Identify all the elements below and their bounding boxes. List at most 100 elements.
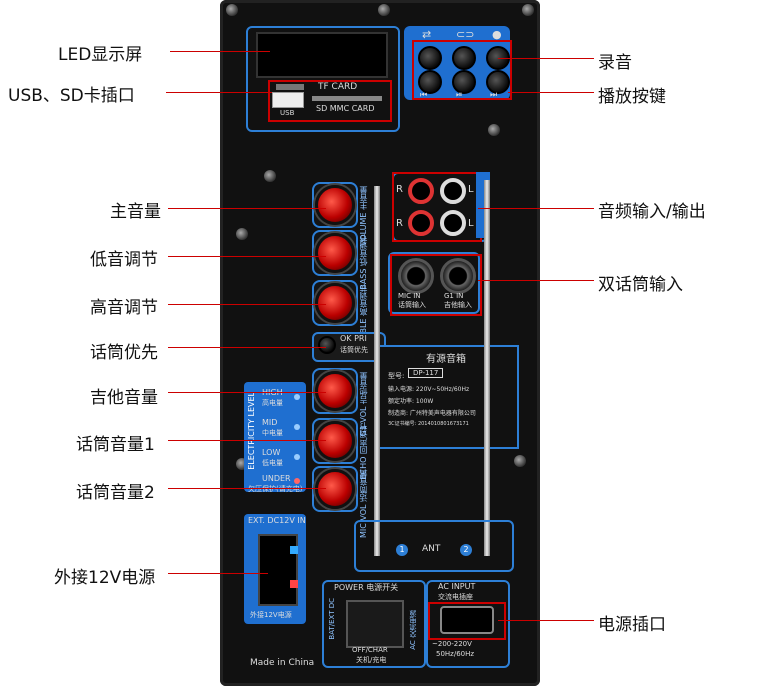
mid-cn-label: 中电量: [262, 429, 283, 437]
ant-2-badge: 2: [460, 544, 472, 556]
guitar-volume-knob[interactable]: [315, 371, 355, 411]
ok-pri-cn-label: 话筒优先: [340, 346, 368, 354]
callout-line: [168, 256, 326, 257]
callout-line: [498, 620, 594, 621]
bass-knob[interactable]: [315, 233, 355, 273]
rca-r-out-jack[interactable]: [408, 210, 434, 236]
callout-bass: 低音调节: [90, 250, 158, 270]
rca-l-out-jack[interactable]: [440, 210, 466, 236]
mic-in-jack[interactable]: [398, 258, 434, 294]
ac-range-label: ~200-220V: [432, 640, 472, 648]
playback-highlight: [412, 40, 512, 100]
callout-line: [170, 51, 270, 52]
high-cn-label: 高电量: [262, 399, 283, 407]
prev-button[interactable]: [418, 70, 442, 94]
callout-record: 录音: [598, 53, 632, 73]
mode-button[interactable]: [418, 46, 442, 70]
rca-l-in-jack[interactable]: [440, 178, 466, 204]
under-led-icon: [294, 478, 300, 484]
screw-icon: [514, 455, 526, 467]
callout-line: [168, 488, 326, 489]
g1-in-cn-label: 吉他输入: [444, 301, 472, 309]
usb-label: USB: [280, 109, 295, 117]
next-button[interactable]: [486, 70, 510, 94]
electricity-level-label: ELECTRICITY LEVEL: [247, 392, 256, 470]
ac-power-socket[interactable]: [440, 606, 494, 634]
sd-card-slot[interactable]: [312, 96, 382, 101]
ac-input-label: AC INPUT: [438, 582, 476, 591]
mid-led-icon: [294, 424, 300, 430]
low-led-icon: [294, 454, 300, 460]
mid-label: MID: [262, 418, 278, 427]
callout-ext12v: 外接12V电源: [54, 568, 156, 588]
callout-main-volume: 主音量: [110, 202, 161, 222]
off-char-cn-label: 关机/充电: [356, 656, 387, 664]
mic-in-label: MIC IN: [398, 292, 421, 300]
plate-maker: 制造商: 广州特美声电器有限公司: [388, 410, 476, 417]
under-label: UNDER: [262, 474, 291, 483]
callout-dual-mic: 双话筒输入: [598, 275, 683, 295]
repeat-button[interactable]: [452, 46, 476, 70]
usb-port[interactable]: [272, 92, 304, 108]
screw-icon: [226, 4, 238, 16]
callout-line: [478, 208, 594, 209]
play-pause-button[interactable]: [452, 70, 476, 94]
record-dot-icon: ●: [492, 28, 502, 41]
usb-sd-highlight: [268, 80, 392, 122]
callout-treble: 高音调节: [90, 298, 158, 318]
bass-label: BASS 低音调节: [359, 234, 368, 290]
g1-in-jack[interactable]: [440, 258, 476, 294]
antenna-2[interactable]: [484, 180, 490, 556]
plate-cert: 3C证书编号: 2014010801673171: [388, 421, 469, 427]
callout-line: [168, 304, 326, 305]
ext-dc-socket[interactable]: [258, 534, 298, 606]
low-label: LOW: [262, 448, 281, 457]
screw-icon: [264, 170, 276, 182]
callout-mic1: 话筒音量1: [76, 435, 155, 455]
plate-model-label: 型号:: [388, 372, 405, 380]
mic2-volume-knob[interactable]: [315, 469, 355, 509]
l-in-label: L: [468, 184, 474, 195]
mic-in-cn-label: 话筒输入: [398, 301, 426, 309]
ac-input-cn-label: 交流电插座: [438, 593, 473, 601]
r-out-label: R: [396, 218, 403, 229]
made-in-label: Made in China: [250, 658, 315, 668]
power-label: POWER 电源开关: [334, 583, 399, 592]
callout-guitar-volume: 吉他音量: [90, 388, 158, 408]
repeat-icon: ⊂⊃: [456, 28, 475, 41]
tf-card-slot[interactable]: [276, 84, 304, 90]
callout-usb-sd: USB、SD卡插口: [8, 86, 135, 106]
led-usb-module: [246, 26, 400, 132]
ac-input-area: [426, 580, 510, 668]
g1-in-label: G1 IN: [444, 292, 464, 300]
ext-dc-cn-label: 外接12V电源: [250, 611, 292, 619]
antenna-base: [354, 520, 514, 572]
minus-icon: [290, 580, 298, 588]
next-icon: ⏭: [490, 90, 498, 99]
callout-line: [168, 573, 268, 574]
main-volume-knob[interactable]: [315, 185, 355, 225]
mic-priority-button[interactable]: [318, 336, 336, 354]
power-switch-area: [322, 580, 426, 668]
screw-icon: [522, 4, 534, 16]
antenna-1[interactable]: [374, 186, 380, 556]
play-pause-icon: ⏯: [456, 90, 463, 99]
callout-line: [168, 440, 326, 441]
mic-input-highlight: [390, 254, 482, 316]
mic1-volume-knob[interactable]: [315, 421, 355, 461]
bat-ext-label: BAT/EXT DC: [328, 598, 336, 640]
high-led-icon: [294, 394, 300, 400]
callout-led: LED显示屏: [58, 45, 143, 65]
ant-1-badge: 1: [396, 544, 408, 556]
under-cn-label: 欠压保护(请充电): [248, 485, 303, 493]
ac-socket-highlight: [428, 602, 506, 640]
power-rocker-switch[interactable]: [346, 600, 404, 648]
callout-mic-priority: 话筒优先: [90, 343, 158, 363]
callout-line: [508, 92, 594, 93]
callout-line: [478, 280, 594, 281]
callout-line: [168, 208, 326, 209]
treble-knob[interactable]: [315, 283, 355, 323]
rca-r-in-jack[interactable]: [408, 178, 434, 204]
plate-model: DP-117: [408, 368, 444, 378]
ac-side-label: AC 交流电源: [409, 610, 417, 650]
